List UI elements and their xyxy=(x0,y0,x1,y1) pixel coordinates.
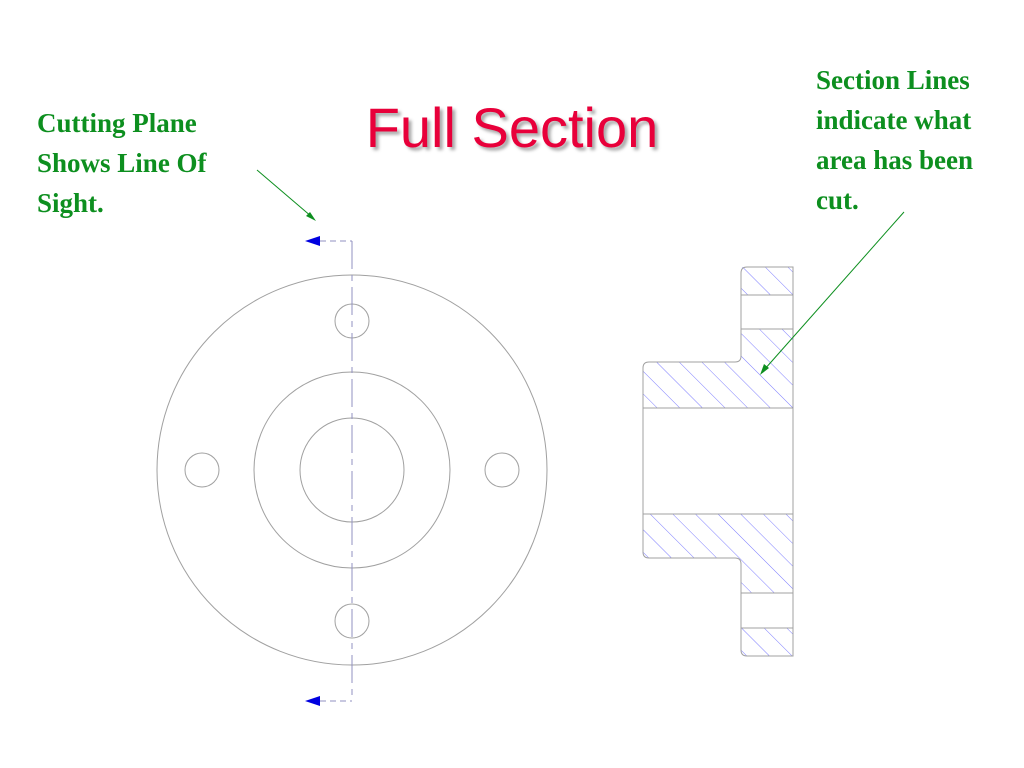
cutting-plane-arrow-top xyxy=(305,236,320,246)
callout-line: Cutting Plane xyxy=(37,108,197,138)
callout-line: area has been xyxy=(816,145,974,175)
callout-line: cut. xyxy=(816,185,859,215)
section-view xyxy=(642,266,794,657)
cutting-plane-line xyxy=(320,240,353,702)
callout-line: Sight. xyxy=(37,188,104,218)
leader-cutting-plane xyxy=(256,169,316,221)
bolt-hole-bottom xyxy=(334,603,370,639)
callout-line: indicate what xyxy=(816,105,972,135)
front-view xyxy=(156,236,548,706)
hatch-region xyxy=(741,628,793,656)
hatch-region xyxy=(643,514,793,593)
leader-section-lines xyxy=(760,211,905,375)
callout-line: Shows Line Of xyxy=(37,148,207,178)
section-lines-callout: Section Lines indicate what area has bee… xyxy=(816,60,973,220)
section-outline xyxy=(642,266,794,657)
cutting-plane-callout: Cutting Plane Shows Line Of Sight. xyxy=(37,103,207,223)
callout-line: Section Lines xyxy=(816,65,970,95)
cutting-plane-arrow-bottom xyxy=(305,696,320,706)
bolt-hole-right xyxy=(484,452,520,488)
hatch-region xyxy=(741,267,793,295)
bolt-hole-left xyxy=(184,452,220,488)
slide-title: Full Section xyxy=(365,96,659,159)
hatch-region xyxy=(643,329,793,408)
